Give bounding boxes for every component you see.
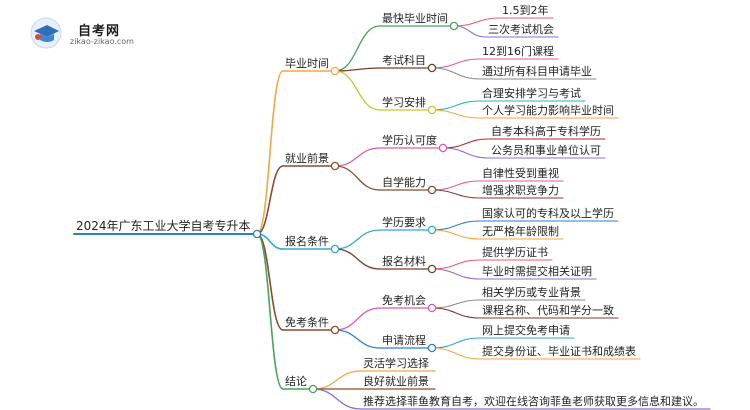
connector-topic-leaf [442, 138, 490, 149]
branch-career-prospects[interactable]: 就业前景 [285, 152, 329, 165]
graduation-cap-icon [30, 17, 62, 49]
topic-degree-recognition[interactable]: 学历认可度 [382, 134, 437, 147]
leaf-online-application[interactable]: 网上提交免考申请 [482, 324, 570, 337]
connector-topic-leaf [431, 299, 481, 309]
connector-topic-leaf [431, 180, 481, 191]
collapse-toggle[interactable] [427, 264, 437, 274]
leaf-recognized-degree[interactable]: 国家认可的专科及以上学历 [482, 207, 614, 220]
leaf-12-to-16-courses[interactable]: 12到16门课程 [482, 45, 554, 58]
connector-branch-topic [334, 67, 381, 72]
connector-branch-topic [334, 229, 381, 250]
connector-topic-leaf [431, 347, 481, 360]
connector-branch-topic [312, 388, 362, 410]
connector-branch-topic [334, 147, 381, 167]
connector-topic-leaf [431, 220, 481, 231]
connector-topic-leaf [431, 67, 481, 80]
topic-application-process[interactable]: 申请流程 [382, 334, 426, 347]
leaf-1-5-to-2-years[interactable]: 1.5到2年 [502, 4, 549, 17]
connector-topic-leaf [431, 189, 481, 199]
connector-topic-leaf [431, 100, 481, 111]
connector-root-branch [256, 70, 284, 235]
root-topic[interactable]: 2024年广东工业大学自考专升本 [76, 219, 251, 233]
connector-branch-topic [334, 25, 381, 72]
leaf-self-discipline[interactable]: 自律性受到重视 [482, 167, 559, 180]
collapse-toggle[interactable] [438, 143, 448, 153]
connector-topic-leaf [431, 337, 481, 349]
collapse-toggle[interactable] [308, 384, 318, 394]
leaf-higher-than-associate[interactable]: 自考本科高于专科学历 [491, 125, 601, 138]
collapse-toggle[interactable] [330, 325, 340, 335]
connector-topic-leaf [431, 259, 481, 270]
connector-topic-leaf [431, 58, 481, 69]
connector-branch-topic [334, 307, 381, 331]
leaf-arrange-study-exams[interactable]: 合理安排学习与考试 [482, 87, 581, 100]
logo-url: zikao-zikao.com [70, 37, 134, 46]
connector-topic-leaf [431, 307, 481, 319]
topic-self-learning[interactable]: 自学能力 [382, 176, 426, 189]
collapse-toggle[interactable] [427, 185, 437, 195]
collapse-toggle[interactable] [252, 229, 262, 239]
leaf-submit-proof[interactable]: 毕业时需提交相关证明 [482, 265, 592, 278]
connector-topic-leaf [431, 109, 481, 119]
leaf-three-exam-chances[interactable]: 三次考试机会 [488, 23, 554, 36]
leaf-no-age-limit[interactable]: 无严格年龄限制 [482, 225, 559, 238]
collapse-toggle[interactable] [427, 105, 437, 115]
connector-branch-topic [334, 248, 381, 270]
leaf-civil-service-recognition[interactable]: 公务员和事业单位认可 [491, 144, 601, 157]
connector-topic-leaf [442, 147, 490, 159]
site-logo[interactable]: 自考网 zikao-zikao.com [30, 17, 140, 49]
connector-root-branch [256, 233, 284, 390]
topic-exam-subjects[interactable]: 考试科目 [382, 54, 426, 67]
branch-conclusion[interactable]: 结论 [285, 375, 307, 388]
leaf-submit-documents[interactable]: 提交身份证、毕业证书和成绩表 [482, 345, 636, 358]
collapse-toggle[interactable] [330, 244, 340, 254]
connector-branch-topic [312, 370, 362, 390]
leaf-related-background[interactable]: 相关学历或专业背景 [482, 286, 581, 299]
topic-recommendation[interactable]: 推荐选择菲鱼教育自考，欢迎在线咨询菲鱼老师获取更多信息和建议。 [363, 395, 704, 408]
collapse-toggle[interactable] [427, 343, 437, 353]
connector-branch-topic [334, 70, 381, 111]
logo-title: 自考网 [78, 24, 121, 39]
topic-study-plan[interactable]: 学习安排 [382, 96, 426, 109]
branch-requirements[interactable]: 报名条件 [285, 235, 329, 248]
connector-branch-topic [334, 329, 381, 349]
connector-topic-leaf [431, 229, 481, 240]
connector-branch-topic [334, 165, 381, 191]
topic-good-prospects[interactable]: 良好就业前景 [363, 375, 429, 388]
collapse-toggle[interactable] [427, 63, 437, 73]
collapse-toggle[interactable] [330, 66, 340, 76]
leaf-course-match[interactable]: 课程名称、代码和学分一致 [482, 304, 614, 317]
connector-topic-leaf [453, 17, 501, 27]
collapse-toggle[interactable] [427, 225, 437, 235]
connector-topic-leaf [453, 25, 487, 38]
branch-exemption[interactable]: 免考条件 [285, 316, 329, 329]
collapse-toggle[interactable] [330, 161, 340, 171]
branch-graduation-time[interactable]: 毕业时间 [285, 57, 329, 70]
topic-application-materials[interactable]: 报名材料 [382, 255, 426, 268]
leaf-competitiveness[interactable]: 增强求职竞争力 [482, 184, 559, 197]
topic-fastest-graduation[interactable]: 最快毕业时间 [382, 12, 448, 25]
collapse-toggle[interactable] [427, 303, 437, 313]
leaf-pass-all-apply[interactable]: 通过所有科目申请毕业 [482, 65, 592, 78]
connector-root-branch [256, 165, 284, 235]
topic-education-requirement[interactable]: 学历要求 [382, 216, 426, 229]
topic-flexible-study[interactable]: 灵活学习选择 [363, 357, 429, 370]
leaf-provide-certificate[interactable]: 提供学历证书 [482, 246, 548, 259]
connector-topic-leaf [431, 268, 481, 280]
collapse-toggle[interactable] [449, 21, 459, 31]
topic-exemption-chance[interactable]: 免考机会 [382, 294, 426, 307]
leaf-ability-affects-time[interactable]: 个人学习能力影响毕业时间 [482, 104, 614, 117]
